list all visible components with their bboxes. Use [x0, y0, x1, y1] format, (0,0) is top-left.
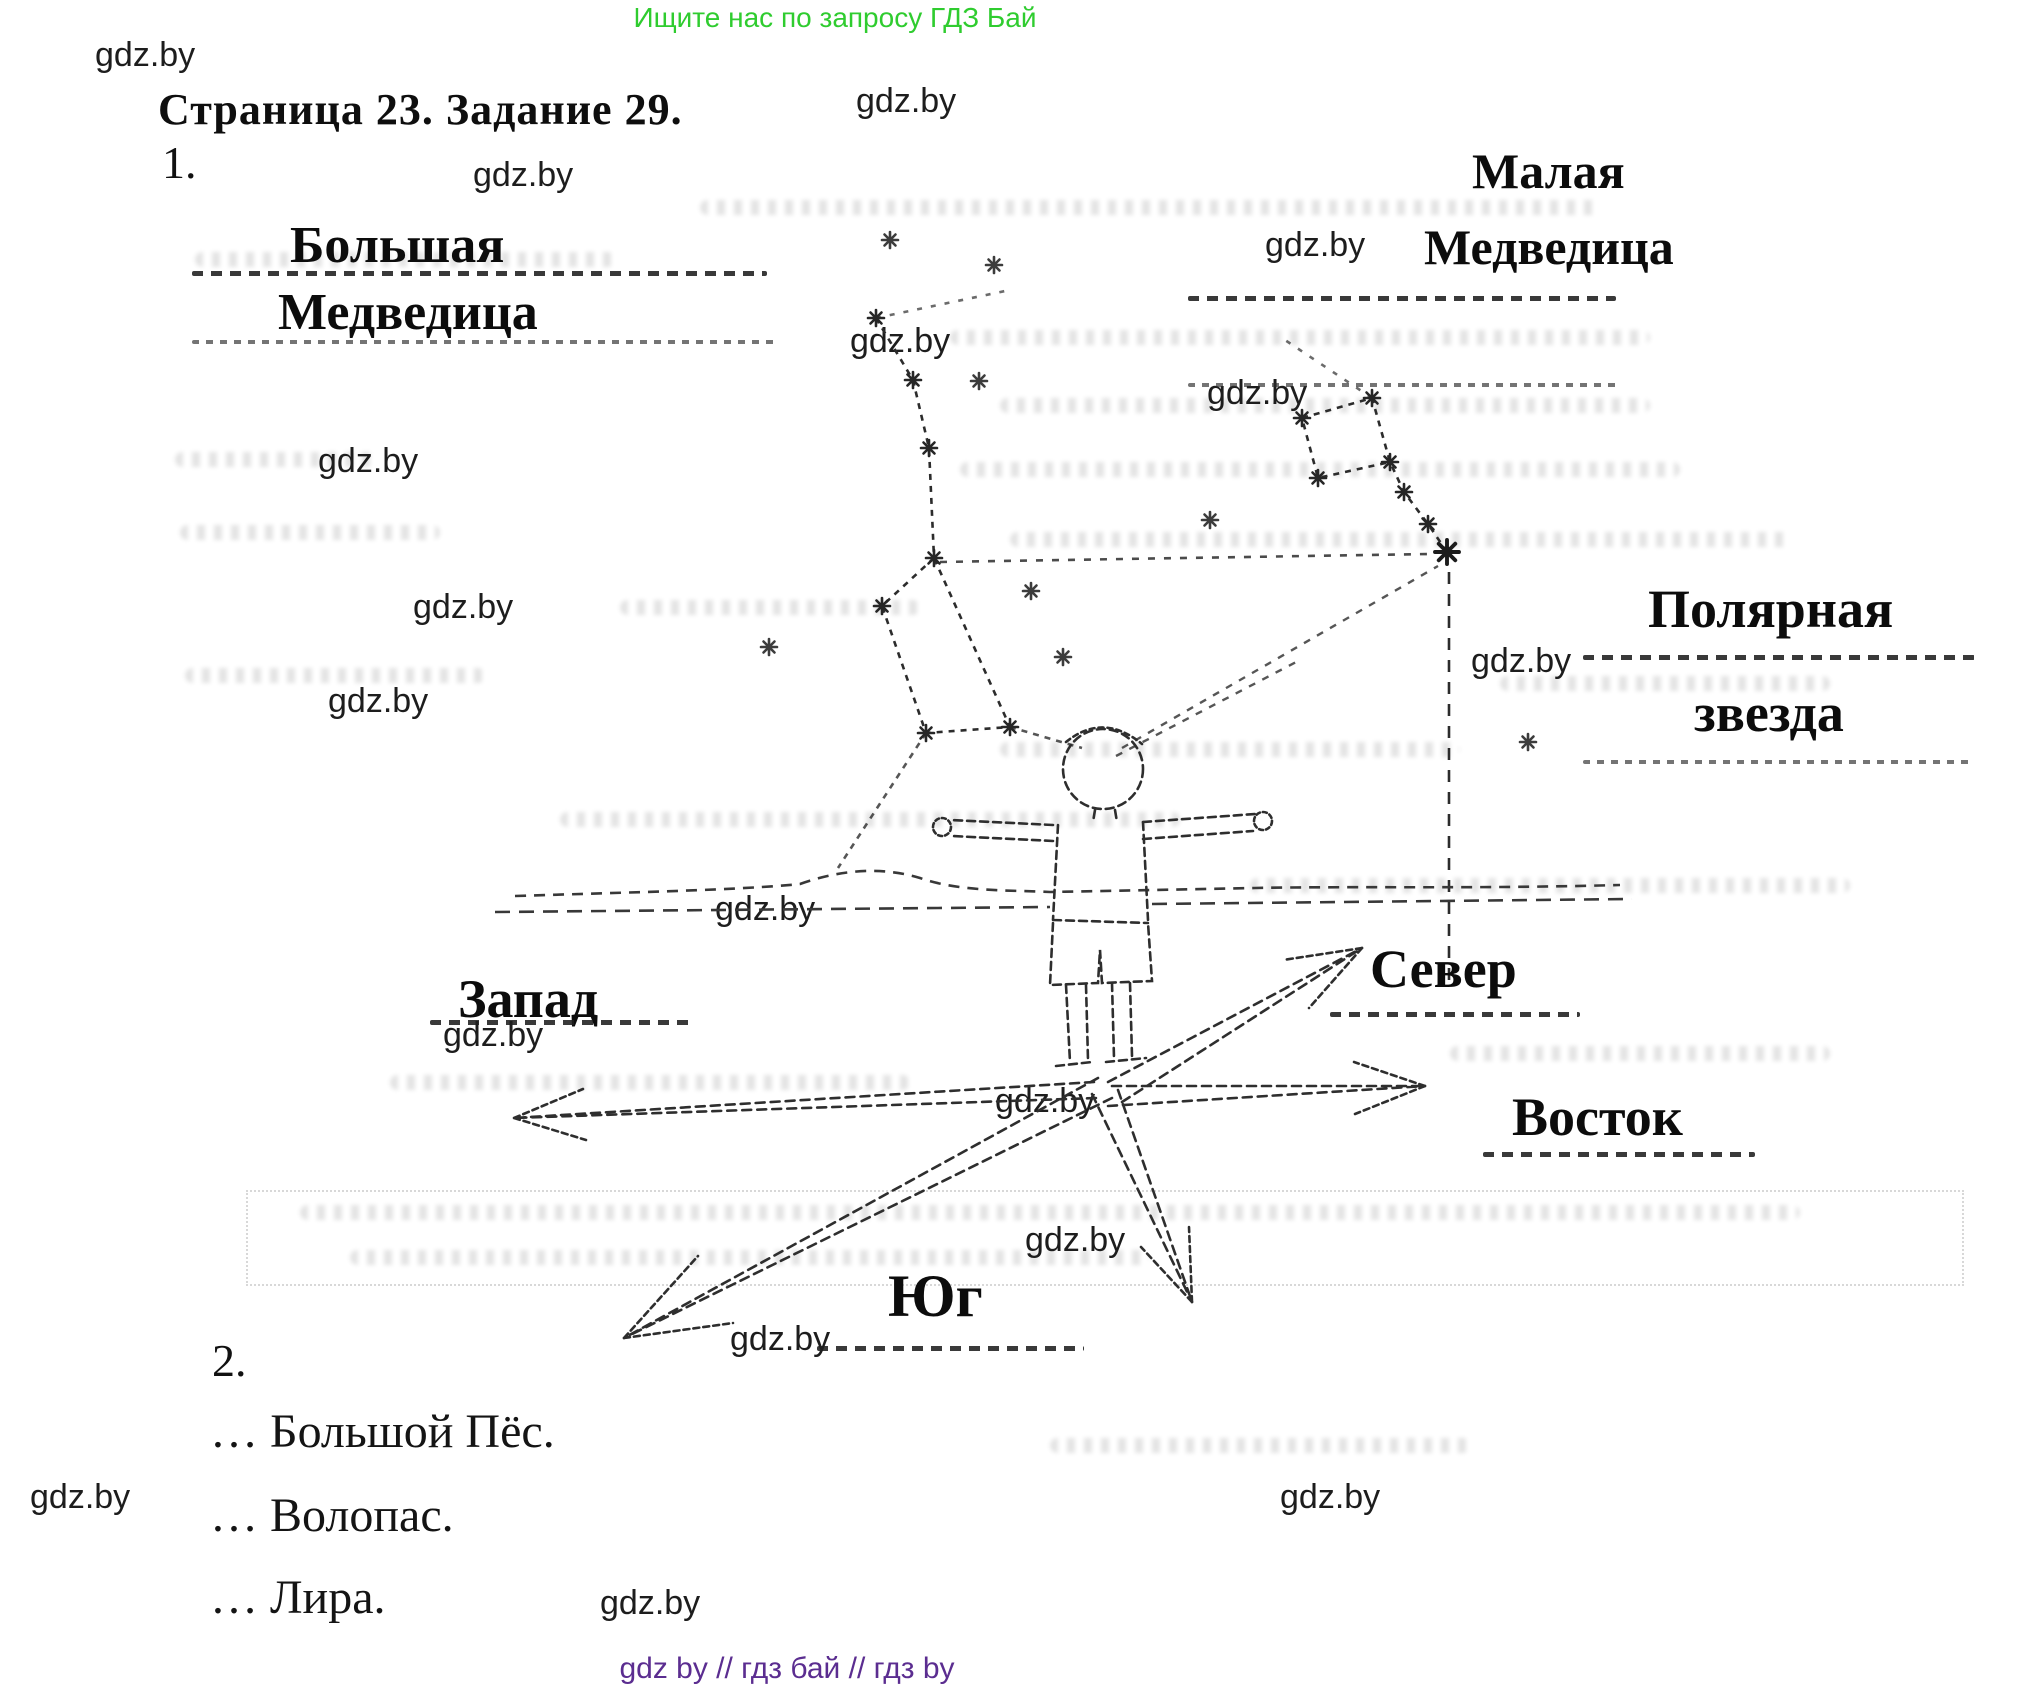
part2-number: 2.	[212, 1335, 247, 1386]
gdz-watermark: gdz.by	[318, 442, 419, 480]
label-little-dipper-line1: Малая	[1472, 143, 1625, 199]
scan-noise	[195, 252, 615, 267]
bleedthrough-table-outline	[246, 1190, 1964, 1286]
boy-figure	[931, 726, 1274, 1068]
sight-lines	[1115, 564, 1439, 758]
scan-noise	[1500, 676, 1830, 691]
label-direction-north: Север	[1370, 939, 1517, 999]
polaris-star-icon	[1433, 538, 1461, 566]
scan-noise	[1050, 1438, 1470, 1453]
big-dipper-stars-icon	[866, 308, 1020, 743]
answer-blank-line	[1330, 1012, 1580, 1017]
answer-blank-line	[1583, 760, 1973, 764]
scan-noise	[180, 525, 440, 540]
gdz-watermark: gdz.by	[856, 82, 957, 120]
gdz-watermark: gdz.by	[1471, 642, 1572, 680]
scan-noise	[1450, 1046, 1830, 1061]
scan-noise	[620, 600, 920, 615]
gdz-watermark: gdz.by	[1280, 1478, 1381, 1516]
answer-blank-line	[817, 1346, 1084, 1351]
answer-blank-line	[1483, 1152, 1755, 1157]
constellation-big-dipper-icon	[836, 288, 1429, 869]
scan-noise	[300, 1205, 1800, 1220]
gdz-watermark: gdz.by	[473, 156, 574, 194]
scan-noise	[950, 330, 1650, 345]
scan-noise	[350, 1250, 1150, 1265]
label-direction-south: Юг	[888, 1263, 983, 1329]
scan-noise	[390, 1075, 910, 1090]
gdz-watermark: gdz.by	[850, 322, 951, 360]
label-polaris-line2: звезда	[1694, 683, 1844, 743]
footer-site-links: gdz by // гдз бай // гдз by	[619, 1652, 955, 1685]
scan-noise	[175, 452, 375, 467]
page-title: Страница 23. Задание 29.	[158, 85, 683, 134]
scan-noise	[1000, 742, 1460, 757]
gdz-watermark: gdz.by	[730, 1320, 831, 1358]
gdz-watermark: gdz.by	[600, 1584, 701, 1622]
scan-noise	[185, 668, 485, 683]
answer-blank-line	[1188, 296, 1616, 301]
answer-blank-line	[1188, 383, 1618, 387]
answer-blank-line	[192, 340, 780, 344]
answer-blank-line	[192, 271, 767, 276]
gdz-watermark: gdz.by	[1025, 1221, 1126, 1259]
part1-number: 1.	[162, 137, 197, 188]
horizon-line	[494, 869, 1633, 914]
scan-noise	[1000, 398, 1650, 413]
gdz-watermark: gdz.by	[1265, 226, 1366, 264]
label-big-dipper-line2: Медведица	[278, 284, 538, 341]
answer-item-lyra: … Лира.	[210, 1571, 386, 1624]
answer-item-canis-major: … Большой Пёс.	[210, 1405, 555, 1458]
label-big-dipper-line1: Большая	[290, 217, 505, 274]
answer-blank-line	[1583, 655, 1975, 660]
answer-item-bootes: … Волопас.	[210, 1489, 454, 1542]
label-polaris-line1: Полярная	[1648, 579, 1894, 639]
scan-noise	[960, 462, 1680, 477]
little-dipper-stars-icon	[1292, 388, 1438, 534]
scan-noise	[700, 200, 1600, 215]
answer-blank-line	[430, 1020, 690, 1025]
scan-noise	[1250, 878, 1850, 893]
label-little-dipper-line2: Медведица	[1424, 219, 1674, 275]
gdz-watermark: gdz.by	[328, 682, 429, 720]
label-direction-west: Запад	[458, 969, 599, 1029]
gdz-watermark: gdz.by	[95, 36, 196, 74]
gdz-watermark: gdz.by	[413, 588, 514, 626]
gdz-watermark: gdz.by	[30, 1478, 131, 1516]
label-direction-east: Восток	[1512, 1087, 1683, 1147]
scan-noise	[1010, 532, 1790, 547]
promo-banner: Ищите нас по запросу ГДЗ Бай	[633, 2, 1037, 33]
compass-arrows	[512, 946, 1427, 1340]
gdz-watermark: gdz.by	[1207, 374, 1308, 412]
